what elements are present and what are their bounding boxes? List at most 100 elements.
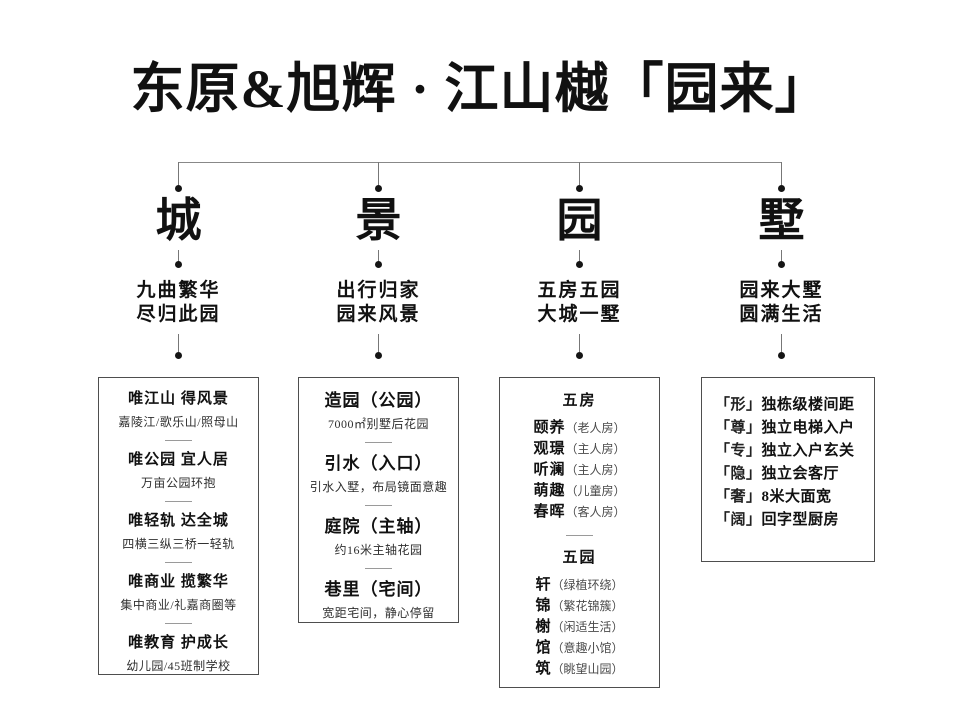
list-item: 轩（绿植环绕）: [500, 575, 659, 596]
item-term: 听澜: [533, 462, 566, 478]
list-item: 「尊」独立电梯入户: [715, 417, 874, 440]
section-divider: [365, 505, 392, 506]
list-item: 筑（眺望山园）: [500, 659, 659, 680]
tree-horizontal-line: [178, 162, 782, 163]
subtitle-line: 尽归此园: [136, 304, 221, 325]
connector-line: [781, 162, 782, 185]
section-divider: [165, 440, 192, 441]
feature-detail: 集中商业/礼嘉商圈等: [120, 598, 237, 612]
item-tag: 「形」: [715, 397, 762, 413]
item-term: 筑: [535, 661, 552, 677]
connector-dot: [576, 185, 583, 192]
item-term: 观璟: [533, 441, 566, 457]
feature-heading: 唯商业 揽繁华: [128, 574, 229, 590]
item-note: （客人房）: [565, 505, 626, 519]
connector-dot: [778, 352, 785, 359]
feature-detail: 四横三纵三桥一轻轨: [122, 537, 235, 551]
item-note: （眺望山园）: [551, 662, 624, 676]
item-text: 独立电梯入户: [761, 420, 855, 436]
connector-dot: [175, 185, 182, 192]
list-item: 榭（闲适生活）: [500, 617, 659, 638]
column-subtitle: 五房五园 大城一墅: [479, 279, 680, 327]
info-box-scenery: 造园（公园） 7000㎡别墅后花园 引水（入口） 引水入墅，布局镜面意趣 庭院（…: [298, 377, 459, 623]
connector-line: [178, 334, 179, 352]
connector-dot: [375, 352, 382, 359]
feature-section: 唯教育 护成长 幼儿园/45班制学校: [99, 634, 258, 674]
item-term: 轩: [535, 577, 552, 593]
item-tag: 「阔」: [715, 512, 762, 528]
connector-line: [781, 334, 782, 352]
subtitle-line: 九曲繁华: [136, 280, 221, 301]
connector-dot: [175, 352, 182, 359]
category-character: 城: [155, 195, 202, 246]
list-item: 「奢」8米大面宽: [715, 486, 874, 509]
column-subtitle: 出行归家 园来风景: [278, 279, 479, 327]
list-item: 锦（繁花锦簇）: [500, 596, 659, 617]
list-item: 春晖（客人房）: [500, 502, 659, 523]
column-subtitle: 九曲繁华 尽归此园: [78, 279, 279, 327]
garden-group: 五园 轩（绿植环绕） 锦（繁花锦簇） 榭（闲适生活） 馆（意趣小馆） 筑（眺望山…: [500, 548, 659, 680]
item-text: 独栋级楼间距: [761, 397, 855, 413]
item-text: 回字型厨房: [761, 512, 840, 528]
connector-line: [378, 250, 379, 262]
subtitle-line: 园来风景: [336, 304, 421, 325]
connector-line: [178, 250, 179, 262]
section-divider: [365, 442, 392, 443]
feature-detail: 引水入墅，布局镜面意趣: [309, 480, 448, 494]
feature-section: 造园（公园） 7000㎡别墅后花园: [299, 390, 458, 432]
section-divider: [165, 623, 192, 624]
feature-detail: 万亩公园环抱: [140, 476, 216, 490]
list-item: 颐养（老人房）: [500, 418, 659, 439]
item-note: （绿植环绕）: [551, 578, 624, 592]
item-text: 独立入户玄关: [761, 443, 855, 459]
item-text: 8米大面宽: [761, 489, 832, 505]
list-item: 「形」独栋级楼间距: [715, 394, 874, 417]
feature-heading: 巷里（宅间）: [324, 580, 433, 599]
feature-heading: 唯轻轨 达全城: [128, 513, 229, 529]
item-term: 榭: [535, 619, 552, 635]
item-note: （繁花锦簇）: [551, 599, 624, 613]
item-tag: 「专」: [715, 443, 762, 459]
section-divider: [566, 535, 593, 536]
section-divider: [165, 501, 192, 502]
group-heading: 五房: [562, 393, 597, 409]
group-heading: 五园: [562, 550, 597, 566]
item-term: 馆: [535, 640, 552, 656]
connector-line: [378, 334, 379, 352]
item-term: 萌趣: [533, 483, 566, 499]
item-note: （主人房）: [565, 463, 626, 477]
subtitle-line: 大城一墅: [537, 304, 622, 325]
section-divider: [165, 562, 192, 563]
category-character: 园: [556, 195, 603, 246]
connector-line: [378, 162, 379, 185]
feature-heading: 造园（公园）: [324, 391, 433, 410]
feature-section: 引水（入口） 引水入墅，布局镜面意趣: [299, 453, 458, 495]
item-term: 锦: [535, 598, 552, 614]
feature-detail: 约16米主轴花园: [334, 543, 423, 557]
connector-line: [178, 162, 179, 185]
feature-detail: 嘉陵江/歌乐山/照母山: [118, 415, 239, 429]
item-text: 独立会客厅: [761, 466, 840, 482]
connector-line: [579, 162, 580, 185]
section-divider: [365, 568, 392, 569]
subtitle-line: 圆满生活: [739, 304, 824, 325]
feature-detail: 7000㎡别墅后花园: [327, 417, 429, 431]
item-term: 颐养: [533, 420, 566, 436]
column-subtitle: 园来大墅 圆满生活: [681, 279, 882, 327]
item-tag: 「尊」: [715, 420, 762, 436]
subtitle-line: 出行归家: [336, 280, 421, 301]
connector-line: [579, 250, 580, 262]
category-character: 墅: [758, 195, 805, 246]
feature-heading: 唯公园 宜人居: [128, 452, 229, 468]
info-box-city: 唯江山 得风景 嘉陵江/歌乐山/照母山 唯公园 宜人居 万亩公园环抱 唯轻轨 达…: [98, 377, 259, 675]
subtitle-line: 五房五园: [537, 280, 622, 301]
item-note: （意趣小馆）: [551, 641, 624, 655]
list-item: 馆（意趣小馆）: [500, 638, 659, 659]
connector-dot: [778, 185, 785, 192]
feature-section: 唯商业 揽繁华 集中商业/礼嘉商圈等: [99, 573, 258, 613]
connector-line: [781, 250, 782, 262]
item-term: 春晖: [533, 504, 566, 520]
connector-dot: [576, 352, 583, 359]
subtitle-line: 园来大墅: [739, 280, 824, 301]
